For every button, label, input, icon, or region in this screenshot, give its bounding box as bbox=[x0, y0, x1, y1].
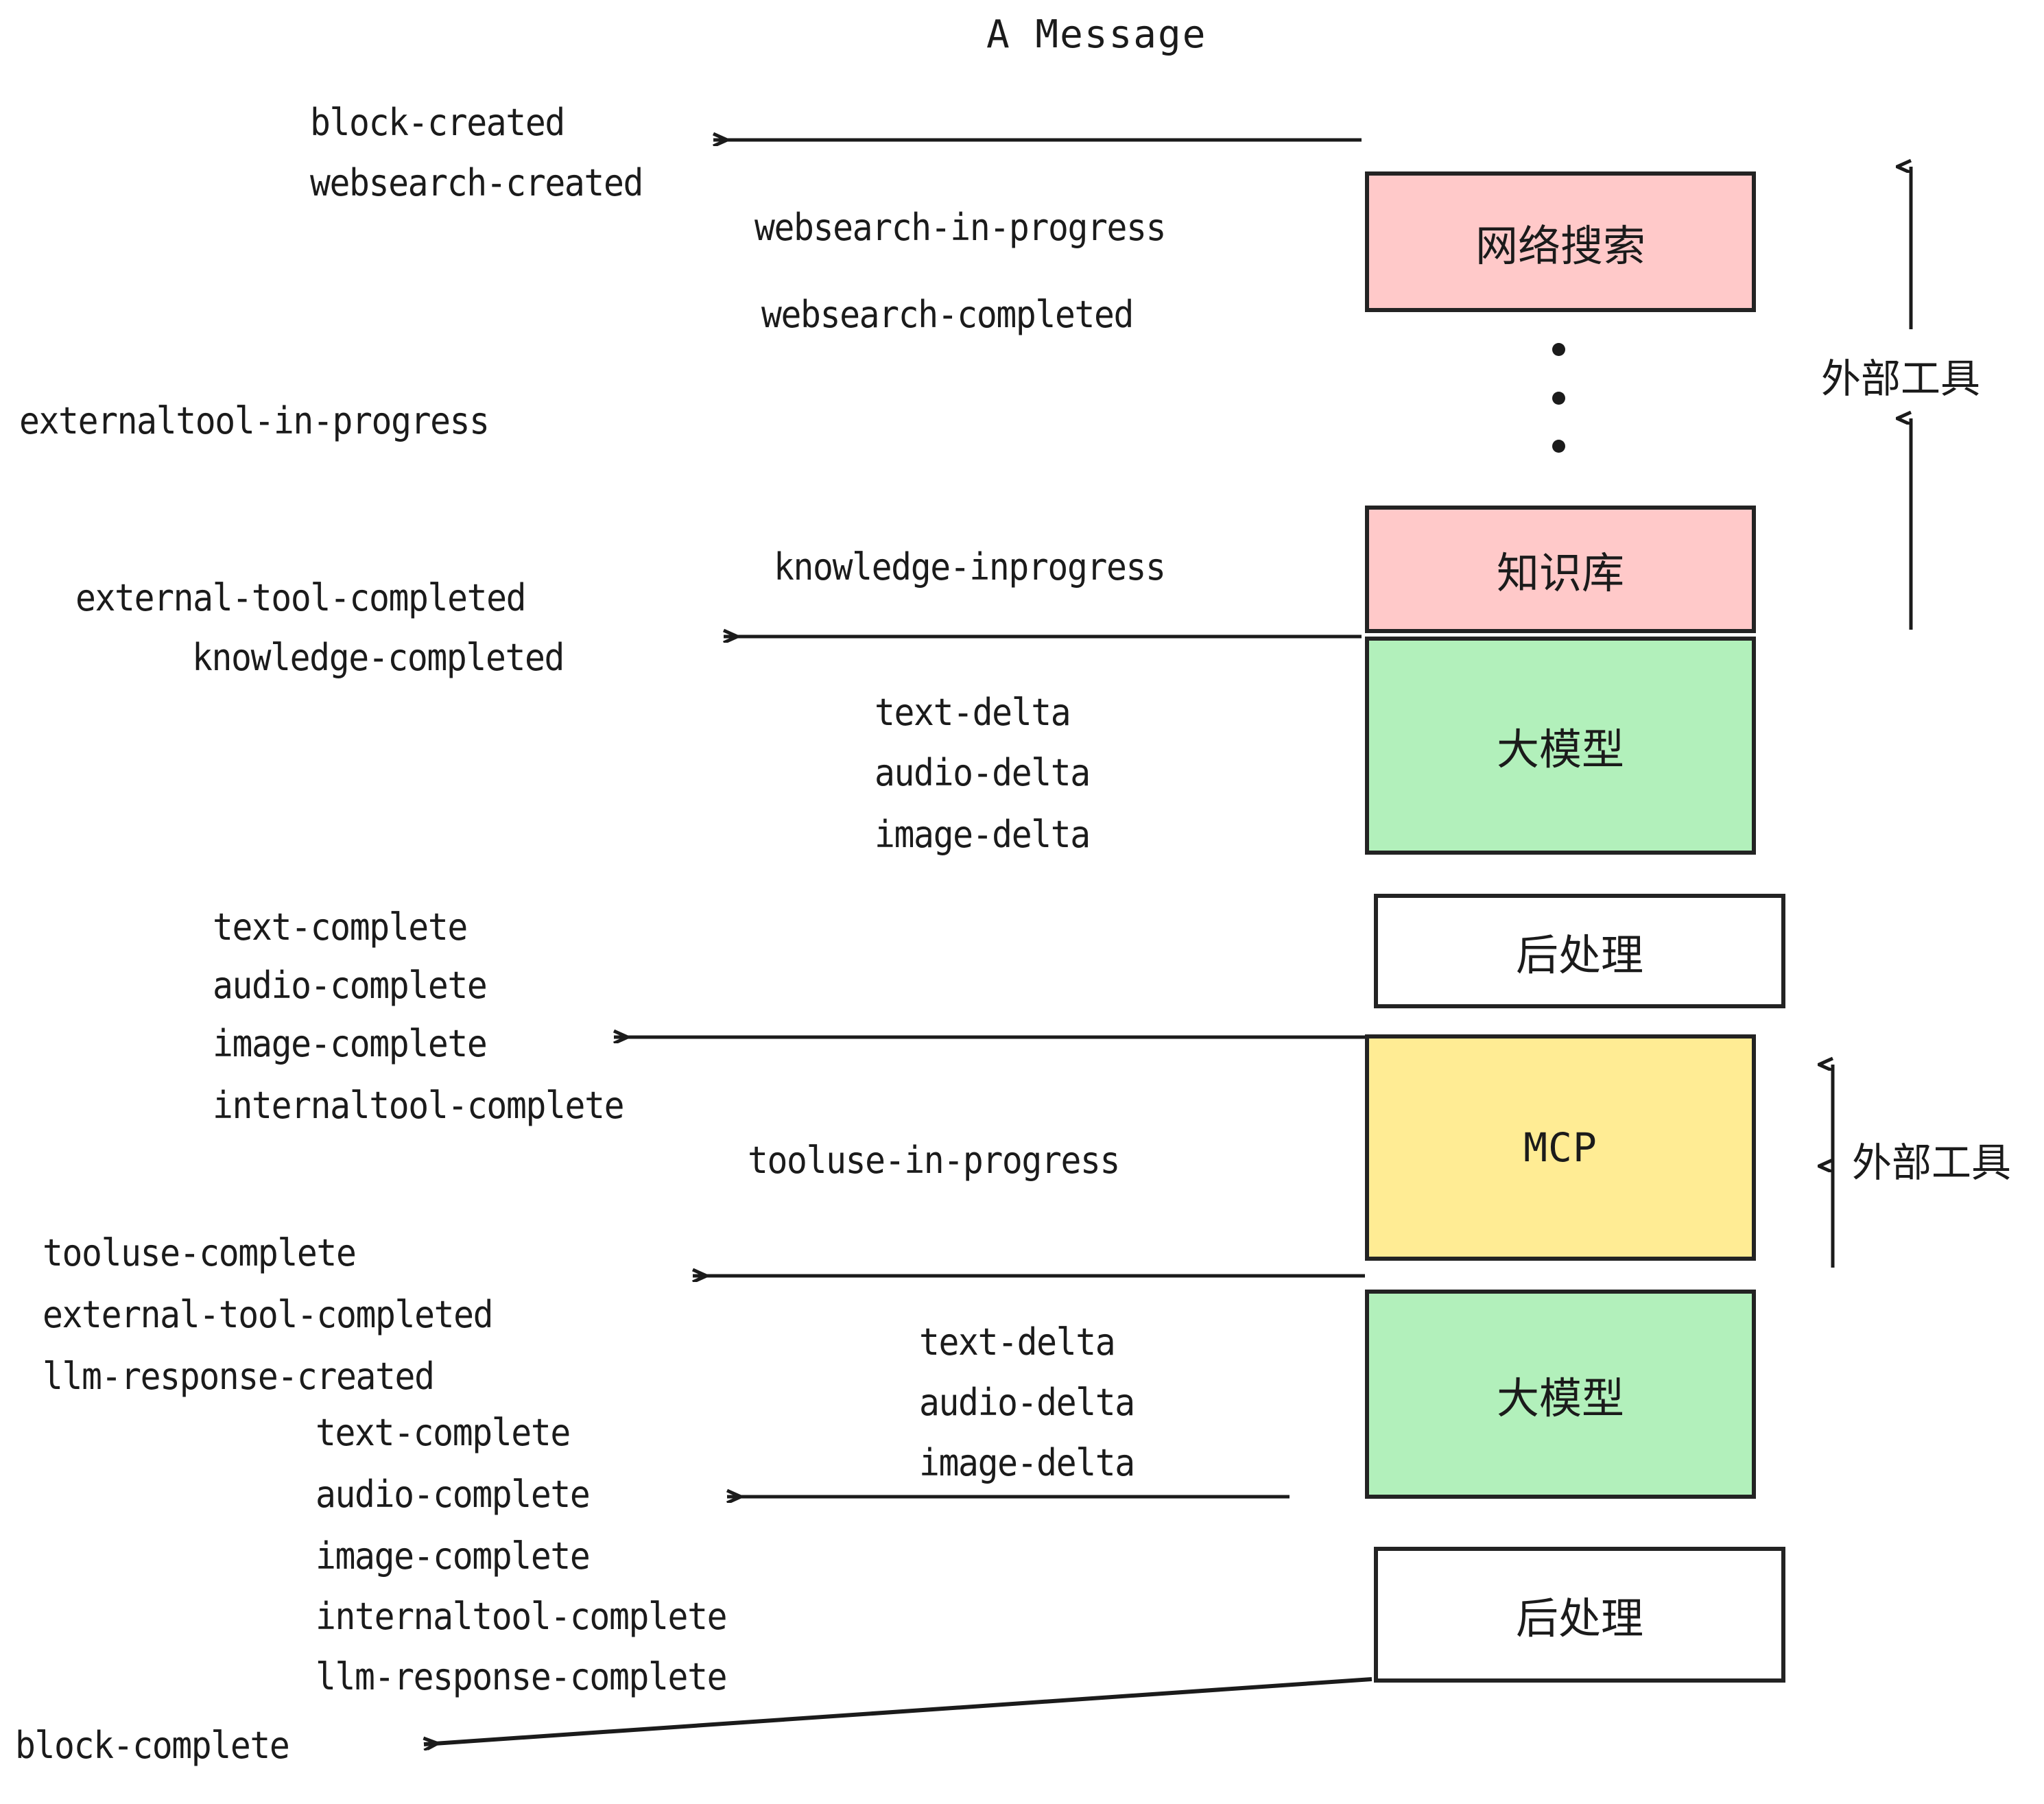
event-externaltool-in-progress: externaltool-in-progress bbox=[19, 399, 490, 442]
event-internaltool-complete-1: internaltool-complete bbox=[213, 1084, 625, 1127]
label-external-tools-bottom: 外部工具 bbox=[1852, 1139, 2012, 1186]
event-audio-complete-1: audio-complete bbox=[213, 964, 488, 1007]
ellipsis-dot bbox=[1552, 440, 1565, 453]
box-postprocess-2[interactable]: 后处理 bbox=[1374, 1547, 1785, 1683]
label-external-tools-top: 外部工具 bbox=[1821, 355, 1981, 402]
event-image-delta-2: image-delta bbox=[919, 1441, 1135, 1484]
event-knowledge-completed: knowledge-completed bbox=[192, 636, 565, 679]
event-block-created: block-created bbox=[310, 101, 565, 144]
box-postprocess-2-label: 后处理 bbox=[1515, 1593, 1643, 1643]
event-audio-complete-2: audio-complete bbox=[316, 1473, 591, 1516]
event-image-delta-1: image-delta bbox=[875, 813, 1091, 856]
event-websearch-completed: websearch-completed bbox=[761, 293, 1134, 336]
event-block-complete: block-complete bbox=[15, 1724, 290, 1767]
ellipsis-dot bbox=[1552, 343, 1565, 356]
event-image-complete-1: image-complete bbox=[213, 1022, 488, 1065]
event-audio-delta-1: audio-delta bbox=[875, 751, 1091, 794]
event-knowledge-inprogress: knowledge-inprogress bbox=[774, 545, 1166, 589]
ellipsis-dot bbox=[1552, 391, 1565, 405]
event-external-tool-completed-2: external-tool-completed bbox=[43, 1293, 494, 1336]
event-text-delta-1: text-delta bbox=[875, 691, 1071, 734]
box-knowledge[interactable]: 知识库 bbox=[1365, 506, 1756, 633]
box-knowledge-label: 知识库 bbox=[1496, 548, 1624, 598]
event-image-complete-2: image-complete bbox=[316, 1534, 591, 1578]
box-mcp-label: MCP bbox=[1523, 1124, 1597, 1171]
event-text-complete-2: text-complete bbox=[316, 1411, 571, 1454]
box-llm-2-label: 大模型 bbox=[1496, 1373, 1624, 1423]
box-postprocess-1-label: 后处理 bbox=[1515, 929, 1643, 980]
box-llm-1-label: 大模型 bbox=[1496, 724, 1624, 774]
event-text-complete-1: text-complete bbox=[213, 905, 468, 949]
box-llm-2[interactable]: 大模型 bbox=[1365, 1290, 1756, 1499]
event-text-delta-2: text-delta bbox=[919, 1320, 1116, 1364]
event-tooluse-complete: tooluse-complete bbox=[43, 1231, 357, 1274]
event-external-tool-completed-1: external-tool-completed bbox=[75, 576, 527, 619]
event-llm-response-created: llm-response-created bbox=[43, 1355, 435, 1398]
box-postprocess-1[interactable]: 后处理 bbox=[1374, 894, 1785, 1008]
vertical-ellipsis bbox=[1552, 343, 1565, 453]
event-websearch-created: websearch-created bbox=[310, 161, 643, 204]
box-websearch-label: 网络搜索 bbox=[1475, 220, 1645, 271]
event-internaltool-complete-2: internaltool-complete bbox=[316, 1595, 728, 1638]
box-websearch[interactable]: 网络搜索 bbox=[1365, 171, 1756, 312]
event-audio-delta-2: audio-delta bbox=[919, 1381, 1135, 1424]
box-mcp[interactable]: MCP bbox=[1365, 1034, 1756, 1261]
box-llm-1[interactable]: 大模型 bbox=[1365, 637, 1756, 855]
page-title: A Message bbox=[986, 12, 1207, 57]
event-tooluse-in-progress: tooluse-in-progress bbox=[748, 1139, 1120, 1182]
event-llm-response-complete: llm-response-complete bbox=[316, 1655, 728, 1698]
event-websearch-in-progress: websearch-in-progress bbox=[754, 206, 1167, 249]
